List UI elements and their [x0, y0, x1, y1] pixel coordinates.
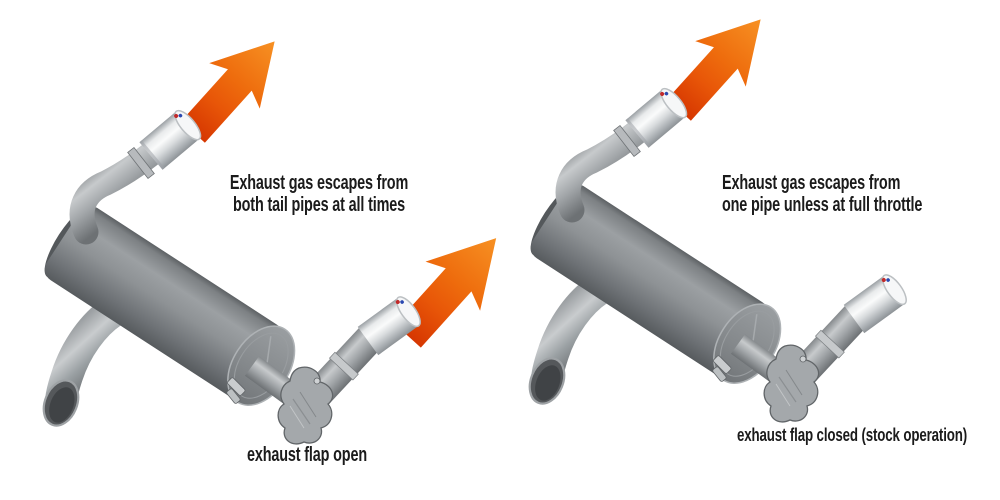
left-caption: Exhaust gas escapes from both tail pipes… — [211, 172, 427, 216]
right-caption-line1: Exhaust gas escapes from — [722, 172, 901, 194]
left-exhaust-assembly — [34, 19, 425, 444]
left-exhaust-system — [34, 19, 524, 444]
left-caption-line1: Exhaust gas escapes from — [229, 172, 409, 194]
right-caption-line2: one pipe unless at full throttle — [722, 194, 923, 216]
left-lower-exhaust-arrow — [380, 213, 524, 361]
right-flap-label: exhaust flap closed (stock operation) — [737, 424, 968, 445]
left-caption-line2: both tail pipes at all times — [232, 194, 406, 216]
right-caption: Exhaust gas escapes from one pipe unless… — [722, 172, 922, 216]
left-flap-label: exhaust flap open — [247, 444, 367, 466]
